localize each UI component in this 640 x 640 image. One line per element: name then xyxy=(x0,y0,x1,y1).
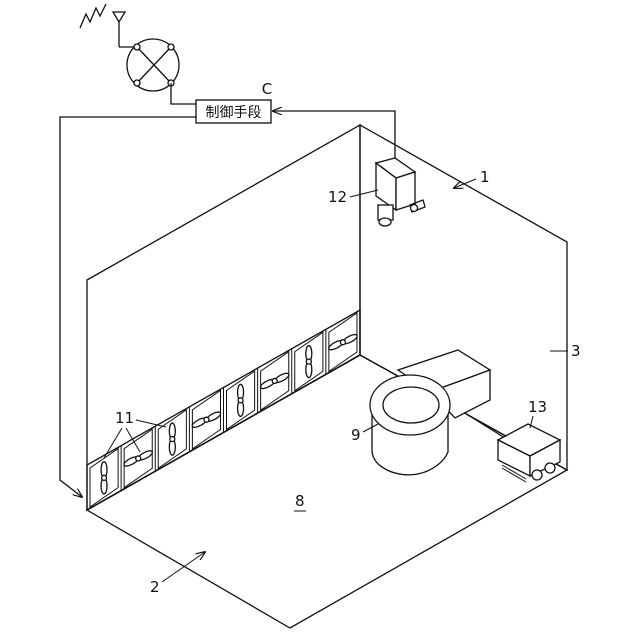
svg-text:1: 1 xyxy=(480,168,490,186)
camera-signal-wire xyxy=(273,111,395,160)
fan-blade-icon xyxy=(259,372,290,391)
antenna-icon xyxy=(113,12,137,47)
svg-text:11: 11 xyxy=(115,409,134,427)
control-unit-id: C xyxy=(262,80,272,98)
svg-text:12: 12 xyxy=(328,188,347,206)
svg-text:2: 2 xyxy=(150,578,160,596)
fan-blade-icon xyxy=(101,462,107,494)
svg-text:8: 8 xyxy=(295,492,305,510)
label-8: 8 xyxy=(294,492,306,511)
svg-text:3: 3 xyxy=(571,342,581,360)
fan-blade-icon xyxy=(191,410,222,429)
wireless-signal-icon xyxy=(80,4,106,28)
svg-text:9: 9 xyxy=(351,426,361,444)
control-unit-box: 制御手段 C xyxy=(196,80,272,123)
label-3: 3 xyxy=(550,342,581,360)
room-back-wall xyxy=(87,125,360,510)
device-13 xyxy=(498,424,560,482)
label-13: 13 xyxy=(528,398,547,428)
fan-blade-icon xyxy=(327,333,358,352)
lamp-to-controller-wire xyxy=(171,83,196,104)
label-1: 1 xyxy=(454,168,490,188)
fan-blade-icon xyxy=(169,423,175,455)
control-unit-label: 制御手段 xyxy=(206,105,262,121)
label-12: 12 xyxy=(328,188,378,206)
room xyxy=(87,125,567,628)
controller-output-wire xyxy=(60,117,196,497)
fan-blade-icon xyxy=(306,346,312,378)
fan-blade-icon xyxy=(238,384,244,416)
toilet-to-device-pipe xyxy=(468,415,505,438)
svg-text:13: 13 xyxy=(528,398,547,416)
fan-blade-icon xyxy=(123,449,154,468)
toilet xyxy=(370,350,490,475)
camera-sensor xyxy=(376,158,425,226)
